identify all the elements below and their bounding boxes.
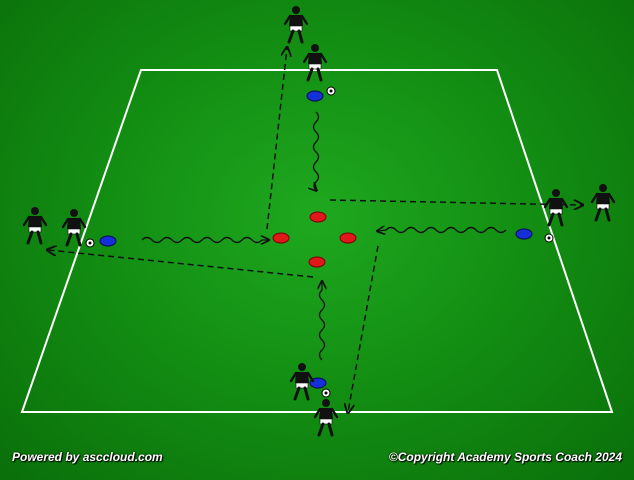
red-cone-right bbox=[339, 232, 357, 244]
dribble-top bbox=[314, 111, 320, 190]
blue-cones bbox=[99, 90, 533, 389]
red-cone-bottom bbox=[308, 256, 326, 268]
red-cone-top bbox=[309, 211, 327, 223]
balls bbox=[85, 86, 554, 398]
blue-cone-top bbox=[306, 90, 324, 102]
blue-cone-right bbox=[515, 228, 533, 240]
dribble-left bbox=[141, 238, 268, 243]
player-bottom-back bbox=[313, 397, 339, 437]
dribble-bottom bbox=[320, 282, 325, 361]
powered-by-text: Powered by asccloud.com bbox=[12, 450, 163, 464]
player-bottom-front bbox=[289, 361, 315, 401]
run-left-player bbox=[48, 250, 314, 278]
dribble-paths bbox=[141, 111, 507, 361]
ball-right bbox=[544, 233, 554, 243]
ball-bottom bbox=[321, 388, 331, 398]
dribble-right bbox=[378, 228, 507, 233]
run-top-player bbox=[266, 48, 287, 230]
copyright-text: ©Copyright Academy Sports Coach 2024 bbox=[388, 450, 622, 464]
player-right-back bbox=[590, 182, 616, 222]
run-paths bbox=[48, 48, 582, 412]
field-boundary bbox=[20, 69, 614, 413]
run-bottom-player bbox=[348, 245, 379, 412]
player-top-front bbox=[302, 42, 328, 82]
run-right-player bbox=[329, 199, 582, 205]
player-left-back bbox=[22, 205, 48, 245]
blue-cone-left bbox=[99, 235, 117, 247]
ball-top bbox=[326, 86, 336, 96]
red-cone-left bbox=[272, 232, 290, 244]
player-top-back bbox=[283, 4, 309, 44]
center-cones bbox=[272, 211, 357, 268]
ball-left bbox=[85, 238, 95, 248]
